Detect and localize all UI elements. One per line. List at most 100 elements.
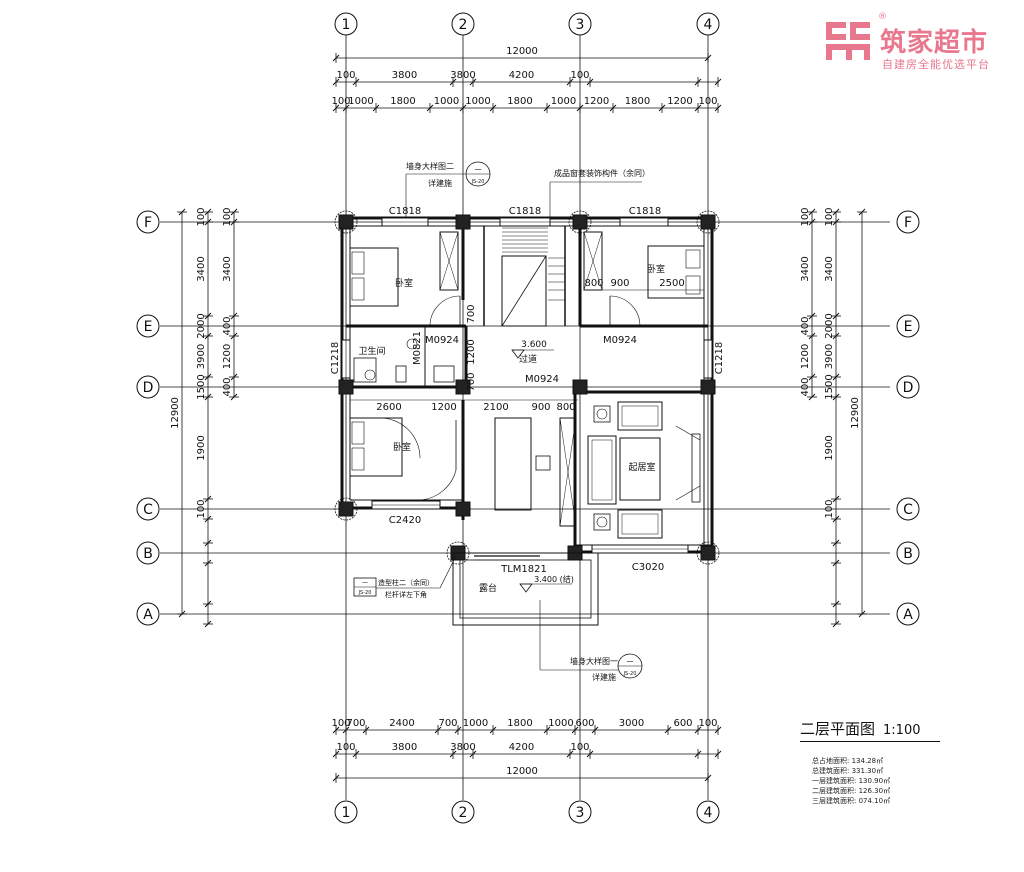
balcony-outline [452, 552, 599, 626]
inner-dim: 800 [584, 278, 603, 289]
structural-column [338, 501, 354, 517]
grid-bubble-left [136, 314, 160, 338]
dim-left-mid-slash [204, 559, 212, 567]
grid-bubble-left-label: D [143, 380, 154, 396]
structural-column [700, 379, 716, 395]
dim-top-mid-slash [469, 78, 477, 86]
dim-left-detail-slash [230, 312, 238, 320]
dim-right-mid-text: 1900 [824, 435, 835, 460]
decorative-column [696, 541, 720, 565]
dim-bottom-detail-text: 600 [673, 718, 692, 729]
dim-bottom-detail-slash [454, 726, 462, 734]
dim-top-total-text: 12000 [506, 46, 538, 57]
grid-bubble-right [896, 541, 920, 565]
bed-ne [647, 245, 705, 299]
dim-top-detail-text: 1800 [390, 96, 415, 107]
stool [535, 455, 551, 471]
room-label-corridor: 过道 [519, 353, 537, 365]
dim-right-mid-slash [832, 600, 840, 608]
coffee-table [619, 437, 661, 501]
dim-top-total-slash [704, 54, 712, 62]
door-swing [379, 417, 421, 459]
dim-top-detail-text: 1000 [551, 96, 576, 107]
dim-bottom-mid-slash [352, 750, 360, 758]
sofa-bottom [617, 509, 663, 539]
pillow [685, 275, 701, 295]
drain-icon [364, 369, 376, 381]
dim-top-detail-slash [489, 104, 497, 112]
grid-bubble-left-label: B [143, 546, 153, 562]
dim-bottom-detail-text: 600 [575, 718, 594, 729]
dim-top-detail-text: 1000 [348, 96, 373, 107]
grid-bubble-top [696, 12, 720, 36]
dim-bottom-mid-text: 3800 [450, 742, 475, 753]
dim-top-mid-slash [352, 78, 360, 86]
dim-top-total-slash [332, 54, 340, 62]
dim-top-detail-text: 1000 [465, 96, 490, 107]
dim-right-mid-slash [832, 515, 840, 523]
grid-bubble-right-label: F [904, 215, 912, 231]
dim-bottom-detail-text: 3000 [619, 718, 644, 729]
dim-bottom-detail-slash [434, 726, 442, 734]
door-swing [419, 469, 457, 501]
dim-right-detail-text: 1200 [800, 344, 811, 369]
dim-right-mid-slash [832, 312, 840, 320]
area-line: 总建筑面积: 331.30㎡ [812, 767, 884, 775]
callout-text: 墙身大样图一 [570, 656, 618, 666]
inner-dim: 2600 [376, 402, 401, 413]
inner-dim: 900 [610, 278, 629, 289]
sofa-top [617, 401, 663, 431]
dim-right-detail-text: 3400 [800, 256, 811, 281]
callout-text: 详建施 [592, 672, 616, 682]
pillow [351, 277, 365, 301]
room-label-balcony: 露台 [479, 582, 497, 594]
dim-left-detail-text: 400 [222, 316, 233, 335]
cushion [621, 405, 659, 427]
dim-bottom-detail-slash [362, 726, 370, 734]
stair-landing [501, 255, 547, 327]
dim-bottom-detail-text: 1000 [548, 718, 573, 729]
grid-bubble-bottom-label: 1 [342, 805, 351, 821]
dim-right-total-slash [858, 610, 866, 618]
opening-label: M0924 [425, 335, 459, 346]
decorative-column [568, 210, 592, 234]
opening-label: C1218 [330, 342, 341, 374]
callout-ref-num: 一 [362, 580, 368, 587]
dim-bottom-mid-slash [449, 750, 457, 758]
grid-bubble-left-label: E [144, 319, 153, 335]
dim-right-detail-text: 400 [800, 316, 811, 335]
wardrobe-x [559, 417, 577, 527]
dim-top-mid-slash [566, 78, 574, 86]
structural-column [338, 214, 354, 230]
grid-bubble-bottom-label: 4 [704, 805, 713, 821]
level-mark-icon [519, 583, 533, 593]
structural-column [455, 501, 471, 517]
decorative-column [696, 210, 720, 234]
inner-dim: 1200 [431, 402, 456, 413]
grid-bubble-bottom [696, 800, 720, 824]
dim-right-detail-text: 100 [800, 207, 811, 226]
grid-bubble-bottom-label: 2 [459, 805, 468, 821]
dim-left-total-slash [178, 208, 186, 216]
room-label-bedroom: 卧室 [647, 263, 665, 275]
dim-bottom-detail-text: 1800 [507, 718, 532, 729]
brand-name: 筑家超市 [880, 28, 989, 58]
dim-right-mid-text: 100 [824, 499, 835, 518]
dim-right-total-slash [858, 208, 866, 216]
grid-bubble-bottom-label: 3 [576, 805, 585, 821]
door-swing [609, 295, 641, 327]
dim-left-mid-slash [204, 515, 212, 523]
callout-ref-sheet: JS-20 [358, 590, 372, 596]
dim-top-mid-slash [449, 78, 457, 86]
opening-label: M0821 [412, 331, 423, 365]
bed-nw [349, 247, 399, 307]
dim-right-total-text: 12900 [850, 397, 861, 429]
dim-right-mid-text: 3900 [824, 344, 835, 369]
dim-top-detail-text: 100 [698, 96, 717, 107]
grid-bubble-right [896, 375, 920, 399]
dim-left-detail-slash [230, 218, 238, 226]
dim-bottom-total-slash [704, 774, 712, 782]
dim-top-detail-slash [459, 104, 467, 112]
shower [353, 357, 377, 383]
